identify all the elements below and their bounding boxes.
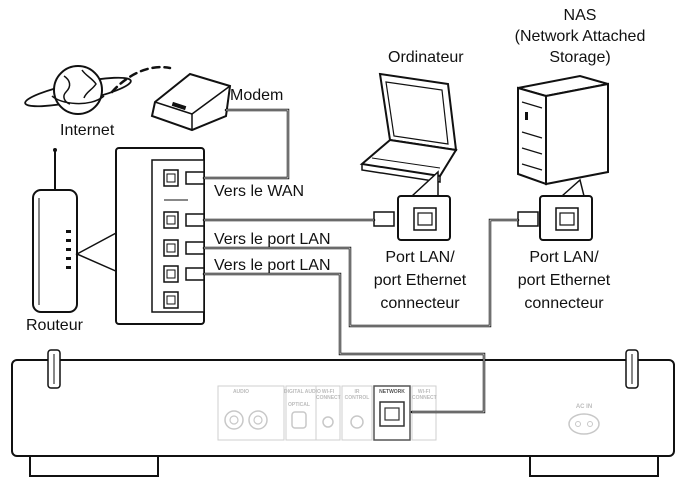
computer-port-callout — [373, 170, 451, 241]
to-lan-label-1: Vers le port LAN — [214, 231, 331, 248]
antenna-right — [625, 349, 639, 389]
to-wan-label: Vers le WAN — [214, 183, 305, 200]
rear-panel — [217, 385, 600, 441]
computer-label: Ordinateur — [388, 49, 464, 66]
router-label: Routeur — [26, 317, 83, 334]
optical-port — [291, 411, 307, 429]
nas-title: NAS — [563, 7, 597, 24]
wifi-connect-button — [322, 416, 334, 428]
antenna-left — [47, 349, 61, 389]
pc-port-label-line2: port Ethernet — [373, 272, 467, 289]
router-leds — [66, 230, 71, 269]
nas-port-label-line3: connecteur — [524, 295, 604, 312]
nas-subtitle-line1: (Network Attached — [514, 28, 646, 45]
panel-digital-audio-label: DIGITAL AUDIO — [284, 389, 321, 395]
internet-link — [110, 65, 172, 94]
panel-audio-label: AUDIO — [232, 389, 250, 395]
ir-jack — [350, 415, 364, 429]
router — [32, 147, 205, 325]
nas-subtitle-line2: Storage) — [549, 49, 611, 66]
computer-laptop-icon — [359, 72, 458, 183]
panel-network-label: NETWORK — [379, 389, 405, 395]
internet-globe-icon — [24, 65, 132, 115]
nas-port-label-line2: port Ethernet — [517, 272, 611, 289]
pc-port-label-line3: connecteur — [380, 295, 460, 312]
panel-ac-in-label: AC IN — [575, 404, 593, 410]
nas-port-callout — [517, 178, 593, 241]
panel-ir-control-label: IR CONTROL — [344, 389, 370, 401]
main-unit — [11, 349, 675, 477]
panel-wifi-connect-label-2: WI-FI CONNECT — [412, 389, 437, 401]
panel-wifi-connect-label: WI-FI CONNECT — [316, 389, 341, 401]
internet-label: Internet — [60, 122, 115, 139]
ac-in-socket — [568, 413, 600, 435]
to-lan-label-2: Vers le port LAN — [214, 257, 331, 274]
panel-optical-label: OPTICAL — [288, 402, 310, 408]
nas-port-label-line1: Port LAN/ — [529, 249, 599, 266]
modem-label: Modem — [230, 87, 284, 104]
modem-icon — [150, 72, 232, 132]
nas-storage-icon — [517, 74, 609, 186]
pc-port-label-line1: Port LAN/ — [385, 249, 455, 266]
